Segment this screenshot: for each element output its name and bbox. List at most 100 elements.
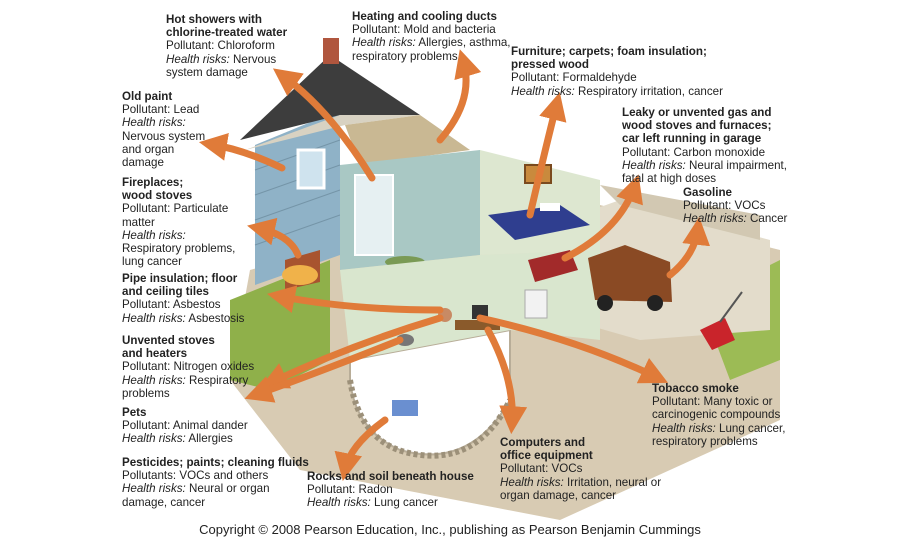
callout-health-risk-continued: respiratory problems <box>352 49 458 63</box>
health-risks-label: Health risks: <box>122 116 186 130</box>
callout-heading: office equipment <box>500 449 593 463</box>
callout-heading: Gasoline <box>683 186 732 199</box>
callout-health-risk: Health risks: Nervous <box>166 52 277 66</box>
health-risks-label: Health risks: <box>622 158 686 172</box>
basement-rock-wall <box>347 379 513 459</box>
callout-pollutant: Pollutant: Particulate <box>122 202 229 216</box>
health-risks-label: Health risks: <box>122 373 186 387</box>
arrow-pipe-insulation <box>267 285 444 314</box>
callout-heading: Leaky or unvented gas and <box>622 106 772 119</box>
callout-heading: Computers and <box>500 436 586 449</box>
car <box>588 245 672 302</box>
health-risks-label: Health risks: <box>122 482 186 496</box>
callout-heading: Hot showers with <box>166 13 262 26</box>
arrow-pets <box>244 336 404 403</box>
callout-pollutant: matter <box>122 215 155 229</box>
desk <box>455 320 500 330</box>
callout-heading: Unvented stoves <box>122 334 215 347</box>
health-risks-label: Health risks: <box>307 496 371 510</box>
callout-health-risk: Health risks: Cancer <box>683 212 788 226</box>
arrow-hot-showers <box>272 68 376 182</box>
lawn <box>230 260 330 390</box>
car-wheel <box>597 295 613 311</box>
health-risks-label: Health risks: <box>511 84 575 98</box>
lawn-mower <box>700 318 735 350</box>
arrow-computers <box>484 326 528 435</box>
shower <box>354 174 394 256</box>
arrow-fireplaces <box>247 217 302 259</box>
callout-pollutant: Pollutant: Animal dander <box>122 419 248 433</box>
callout-health-risk-continued: Nervous system <box>122 129 206 143</box>
callout-health-risk: Health risks: Neural or organ <box>122 482 270 496</box>
arrow-heating-ducts <box>436 49 482 144</box>
callout-health-risk: Health risks: Allergies <box>122 432 233 446</box>
arrow-gasoline <box>666 216 711 279</box>
callout-health-risk-continued: damage, cancer <box>122 495 206 509</box>
bed <box>488 205 590 240</box>
callout-heading: Pesticides; paints; cleaning fluids <box>122 456 309 469</box>
callout-health-risk: Health risks: Allergies, asthma, <box>352 36 511 50</box>
callout-heading: Pets <box>122 406 147 419</box>
basement <box>349 328 511 456</box>
callout-health-risk-continued: damage <box>122 156 164 170</box>
health-risks-label: Health risks: <box>352 36 416 50</box>
callout-health-risk-continued: respiratory problems <box>652 434 758 448</box>
callout-heading: Furniture; carpets; foam insulation; <box>511 45 707 58</box>
health-risks-label: Health risks: <box>122 311 186 325</box>
callout-pollutant: Pollutant: Asbestos <box>122 298 221 312</box>
callout-health-risk-continued: fatal at high doses <box>622 172 717 186</box>
callout-heading: Fireplaces; <box>122 176 184 189</box>
callout-pollutant: carcinogenic compounds <box>652 408 781 422</box>
callout-pollutant: Pollutant: VOCs <box>500 462 583 476</box>
callout-pollutant: Pollutants: VOCs and others <box>122 469 269 483</box>
callout-health-risk-continued: and organ <box>122 142 175 156</box>
callout-health-risk-continued: Respiratory problems, <box>122 242 236 256</box>
bed-pillow <box>540 203 560 211</box>
callout-health-risk-continued: problems <box>122 386 170 400</box>
arrow-furniture <box>526 92 567 219</box>
health-risks-label: Health risks: <box>500 475 564 489</box>
callout-pollutant: Pollutant: Chloroform <box>166 39 275 53</box>
callout-heading: Heating and cooling ducts <box>352 10 497 23</box>
callout-heading: wood stoves <box>122 189 193 203</box>
roof <box>240 55 420 140</box>
callout-pollutant: Pollutant: Formaldehyde <box>511 71 637 85</box>
health-risks-label: Health risks: <box>683 212 747 226</box>
callout-health-risk: Health risks: Asbestosis <box>122 311 245 325</box>
health-risks-label: Health risks: <box>122 228 186 242</box>
health-risks-label: Health risks: <box>652 421 716 435</box>
window <box>296 148 326 190</box>
callout-health-risk: Health risks: <box>122 229 235 242</box>
chimney <box>323 38 339 64</box>
callout-health-risk-continued: lung cancer <box>122 255 182 269</box>
callout-pollutant: Pollutant: Nitrogen oxides <box>122 360 255 374</box>
callout-heading: pressed wood <box>511 58 589 72</box>
fireplace-glow <box>282 265 318 285</box>
callout-furniture: Furniture; carpets; foam insulation;pres… <box>511 45 723 98</box>
callout-heading: chlorine-treated water <box>166 26 288 40</box>
callout-heading: Rocks and soil beneath house <box>307 470 474 483</box>
health-risks-label: Health risks: <box>122 432 186 446</box>
callout-health-risk: Health risks: Lung cancer <box>307 496 438 510</box>
callout-health-risk: Health risks: Respiratory irritation, ca… <box>511 84 723 98</box>
car-wheel <box>647 295 663 311</box>
callout-health-risk: Health risks: Irritation, neural or <box>500 475 662 489</box>
pollution-arrows <box>198 49 711 481</box>
health-risks-label: Health risks: <box>166 52 230 66</box>
callout-heading: wood stoves and furnaces; <box>622 119 772 133</box>
callout-pollutant: Pollutant: VOCs <box>683 199 766 213</box>
callout-health-risk: Health risks: <box>122 116 205 129</box>
callout-health-risk: Health risks: Neural impairment, <box>622 158 787 172</box>
callout-heading: car left running in garage <box>622 132 762 146</box>
callout-health-risk-continued: system damage <box>166 65 248 79</box>
